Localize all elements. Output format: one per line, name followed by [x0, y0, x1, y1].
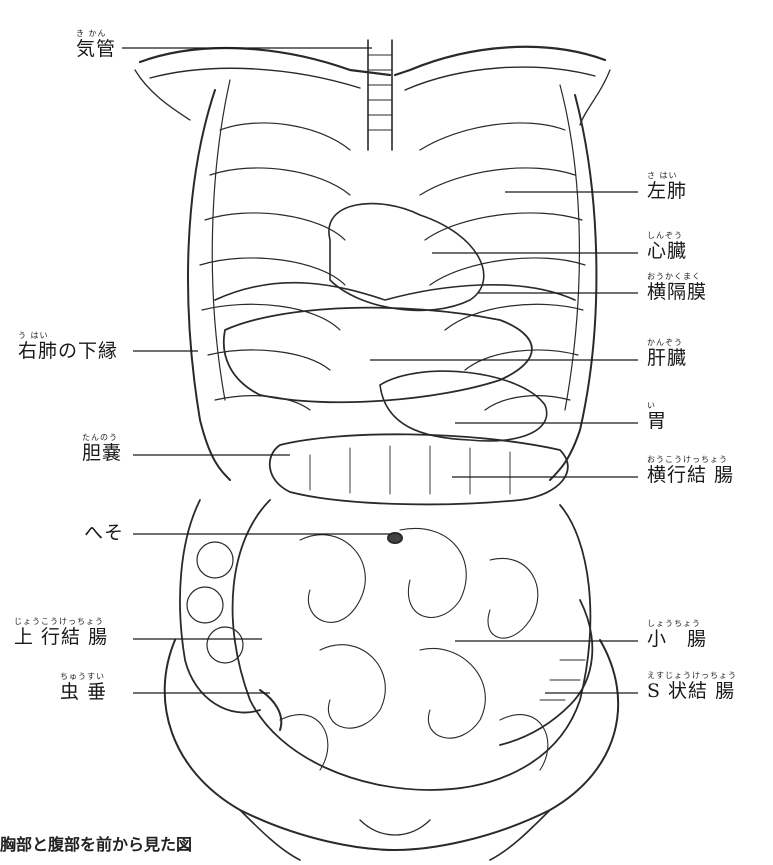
label-right-lung-lower-edge-ruby: う はい [18, 332, 118, 340]
label-liver: かんぞう 肝臓 [647, 339, 687, 368]
label-transverse-colon: おうこうけっちょう 横行結 腸 [647, 456, 734, 485]
label-left-lung-ruby: さ はい [647, 172, 687, 180]
label-diaphragm: おうかくまく 横隔膜 [647, 273, 707, 302]
label-sigmoid-colon-ruby: えすじょうけっちょう [647, 672, 737, 680]
label-small-intestine-text: 小 腸 [647, 630, 707, 649]
label-sigmoid-colon: えすじょうけっちょう S 状結 腸 [647, 672, 737, 701]
label-transverse-colon-text: 横行結 腸 [647, 466, 734, 485]
label-trachea: き かん 気管 [76, 30, 116, 59]
label-stomach-ruby: い [647, 402, 667, 410]
label-left-lung: さ はい 左肺 [647, 172, 687, 201]
label-gallbladder: たんのう 胆嚢 [82, 434, 122, 463]
label-heart: しんぞう 心臓 [647, 232, 687, 261]
label-navel-text: へそ [84, 524, 124, 543]
label-trachea-ruby: き かん [76, 30, 116, 38]
label-small-intestine: しょうちょう 小 腸 [647, 620, 707, 649]
label-right-lung-lower-edge-text: 右肺の下縁 [18, 342, 118, 361]
label-transverse-colon-ruby: おうこうけっちょう [647, 456, 734, 464]
label-left-lung-text: 左肺 [647, 182, 687, 201]
label-ascending-colon: じょうこうけっちょう 上 行結 腸 [14, 618, 108, 647]
label-ascending-colon-ruby: じょうこうけっちょう [14, 618, 108, 626]
label-trachea-text: 気管 [76, 40, 116, 59]
label-appendix: ちゅうすい 虫 垂 [60, 673, 107, 702]
label-heart-ruby: しんぞう [647, 232, 687, 240]
label-liver-ruby: かんぞう [647, 339, 687, 347]
label-right-lung-lower-edge: う はい 右肺の下縁 [18, 332, 118, 361]
label-stomach-text: 胃 [647, 412, 667, 431]
label-appendix-text: 虫 垂 [60, 683, 107, 702]
label-appendix-ruby: ちゅうすい [60, 673, 107, 681]
label-diaphragm-ruby: おうかくまく [647, 273, 707, 281]
label-gallbladder-ruby: たんのう [82, 434, 122, 442]
label-sigmoid-colon-text: S 状結 腸 [647, 682, 737, 701]
label-ascending-colon-text: 上 行結 腸 [14, 628, 108, 647]
label-navel: へそ [84, 524, 124, 543]
label-heart-text: 心臓 [647, 242, 687, 261]
label-liver-text: 肝臓 [647, 349, 687, 368]
label-small-intestine-ruby: しょうちょう [647, 620, 707, 628]
figure-caption: 胸部と腹部を前から見た図 [0, 831, 192, 855]
label-gallbladder-text: 胆嚢 [82, 444, 122, 463]
label-diaphragm-text: 横隔膜 [647, 283, 707, 302]
label-stomach: い 胃 [647, 402, 667, 431]
